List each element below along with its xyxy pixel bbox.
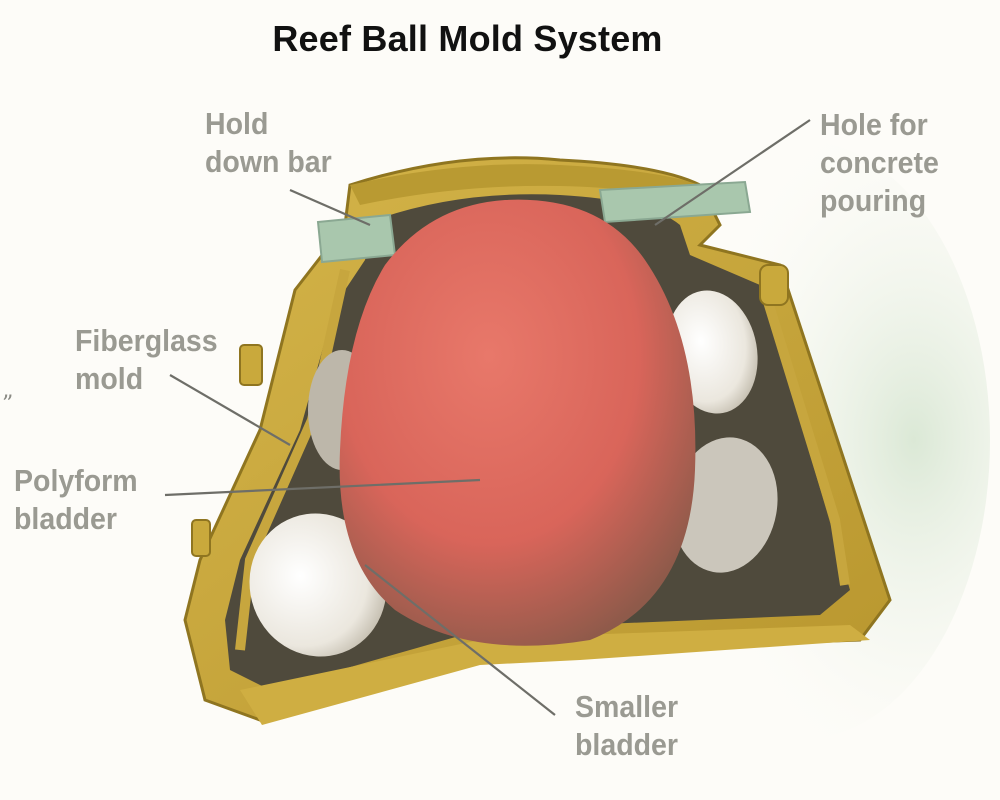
label-fiberglass-mold: Fiberglass mold [75, 322, 218, 398]
side-bolt-right [759, 264, 789, 306]
side-bolt-left-lower [191, 519, 211, 557]
mold-inner-rib-right [760, 290, 850, 586]
leader-fiberglass-mold [169, 374, 291, 446]
label-polyform-line1: Polyform [14, 463, 138, 498]
label-smaller-line2: bladder [575, 727, 679, 762]
label-hold-down-bar-line2: down bar [205, 144, 332, 179]
label-hole-line3: pouring [820, 183, 927, 218]
label-polyform-bladder: Polyform bladder [14, 462, 138, 538]
side-bolt-left-upper [239, 344, 263, 386]
hold-down-bar-right [598, 180, 752, 224]
diagram-title: Reef Ball Mold System [272, 18, 663, 59]
smaller-bladder-mid-right [672, 437, 778, 573]
edge-quote-mark: ” [2, 392, 14, 417]
polyform-bladder [339, 199, 696, 646]
label-fiberglass-line2: mold [75, 361, 144, 396]
label-smaller-line1: Smaller [575, 689, 679, 724]
leader-lines [164, 119, 811, 716]
label-hold-down-bar-line1: Hold [205, 106, 269, 141]
label-polyform-line2: bladder [14, 501, 118, 536]
label-hole-line1: Hole for [820, 107, 928, 142]
leader-hold-down-bar [289, 188, 371, 227]
mold-top-lip [350, 164, 708, 205]
leader-polyform-bladder [164, 478, 481, 497]
label-hole-for-pouring: Hole for concrete pouring [820, 106, 939, 220]
label-fiberglass-line1: Fiberglass [75, 323, 218, 358]
hold-down-bar [316, 213, 397, 264]
label-hole-line2: concrete [820, 145, 939, 180]
label-hold-down-bar: Hold down bar [205, 105, 332, 181]
leader-smaller-bladder [364, 564, 556, 716]
label-smaller-bladder: Smaller bladder [575, 688, 678, 764]
smaller-bladder-bottom-left [249, 513, 387, 657]
leader-hole-for-pouring [654, 119, 811, 226]
mold-base-plate [240, 625, 870, 725]
